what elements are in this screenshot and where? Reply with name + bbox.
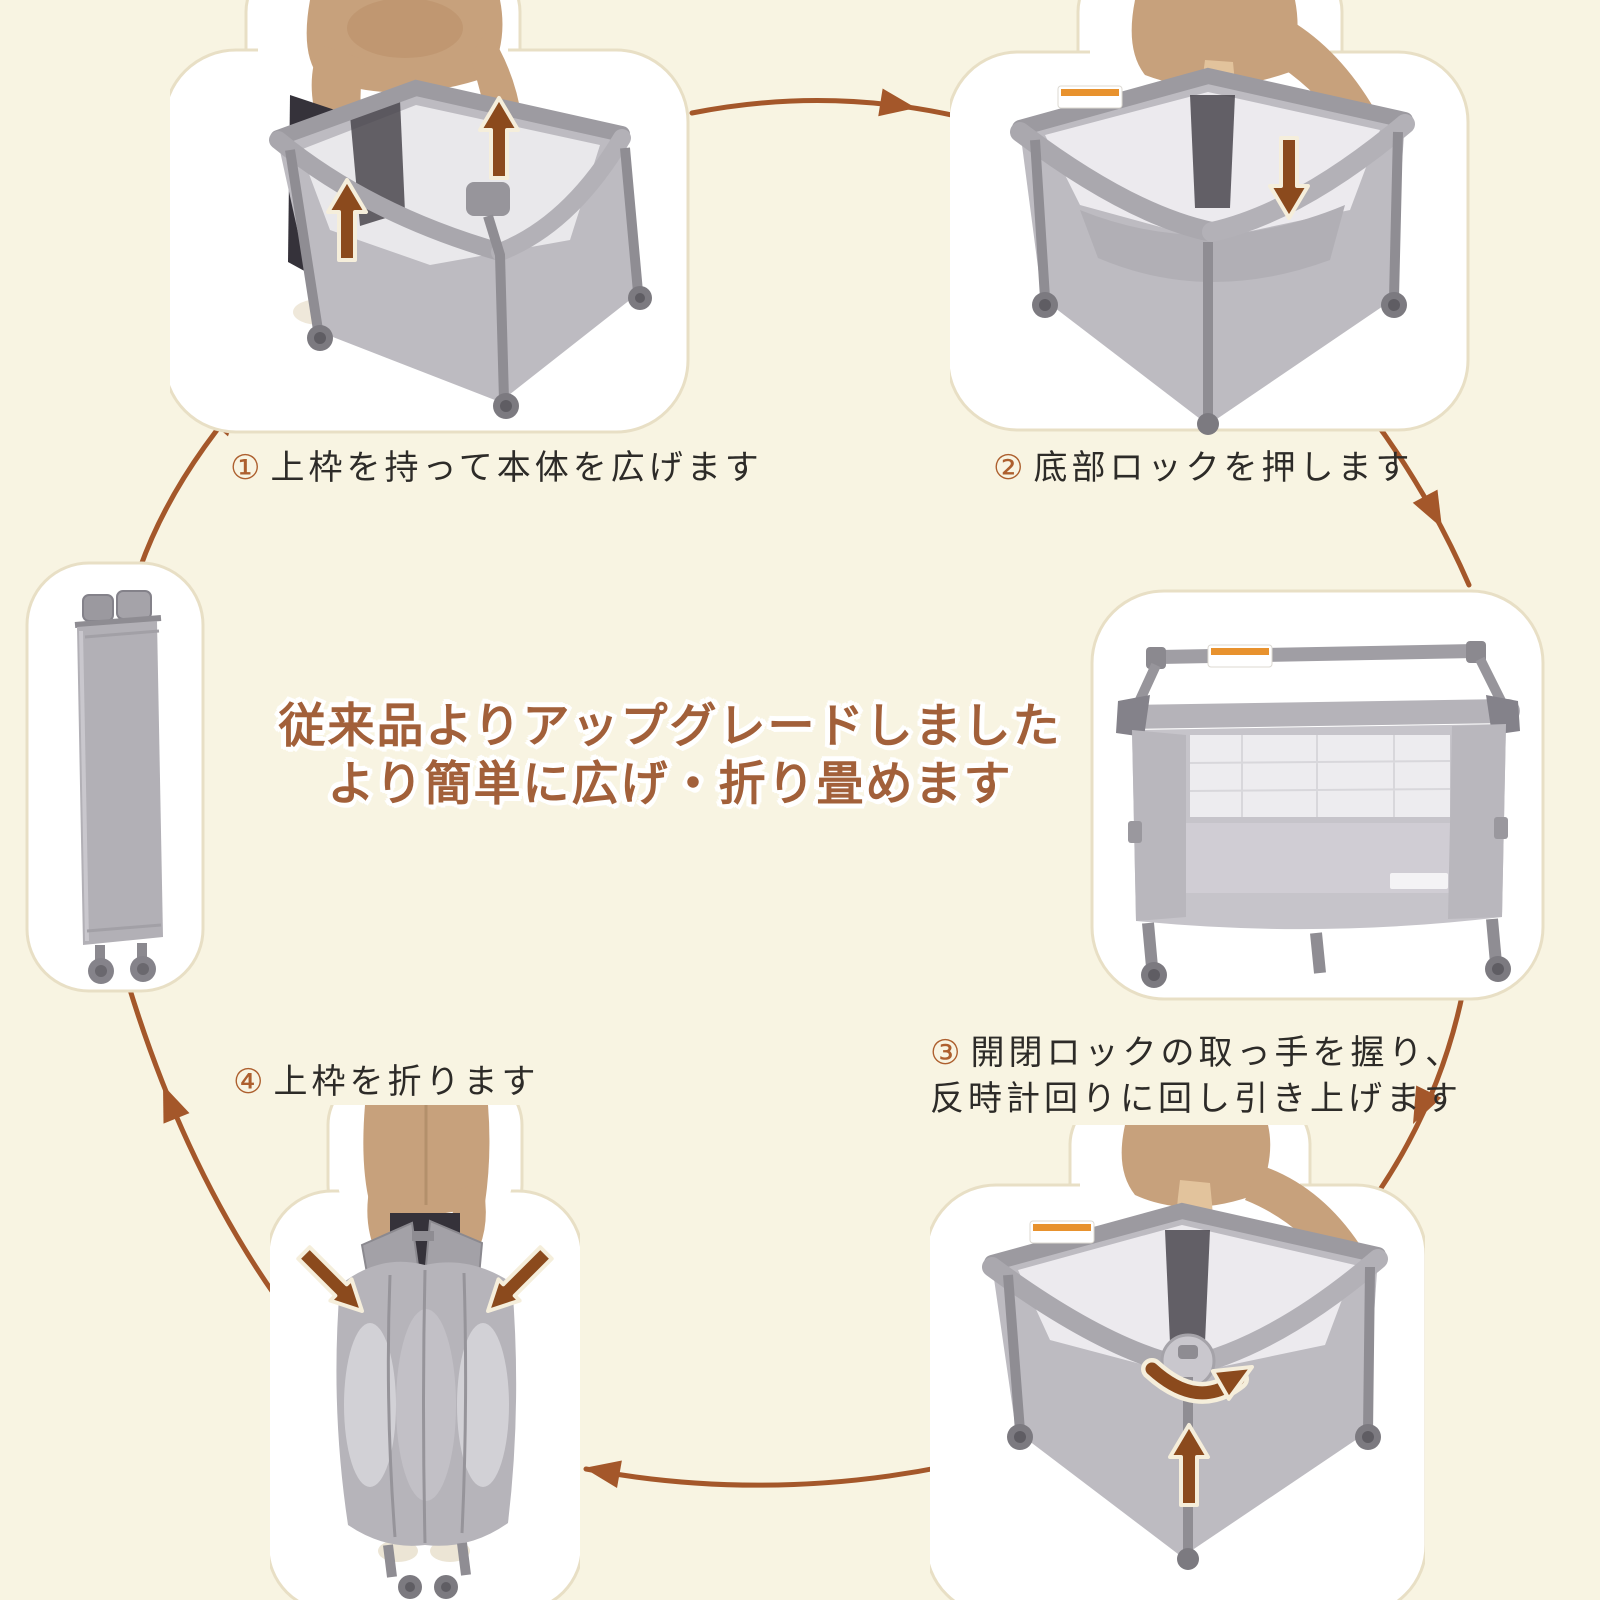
step3-text-line1: 開閉ロックの取っ手を握り、 — [970, 1033, 1464, 1073]
step3-number: ③ — [930, 1033, 961, 1073]
up-arrow-icon — [326, 178, 368, 262]
rotate-counterclockwise-arrow-icon — [1141, 1358, 1254, 1404]
step3-text-line2: 反時計回りに回し引き上げます — [930, 1079, 1462, 1119]
step2-text: 底部ロックを押します — [1033, 448, 1414, 488]
heading-line2: より簡単に広げ・折り畳めます — [327, 757, 1013, 812]
step4-number: ④ — [233, 1062, 264, 1102]
flow-arrowhead-icon — [1413, 1085, 1442, 1124]
folded-playpen-illustration — [336, 1219, 517, 1599]
flow-line-step4-to-folded — [124, 977, 277, 1297]
folded-playpen-illustration — [74, 590, 163, 984]
figure-folded-playpen — [25, 555, 205, 1004]
step2-number: ② — [993, 448, 1024, 488]
down-arrow-icon — [1268, 136, 1310, 220]
fold-inward-arrows-icon — [296, 1245, 554, 1313]
step4-text: 上枠を折ります — [273, 1062, 540, 1102]
heading-line1: 従来品よりアップグレードしました — [278, 699, 1062, 754]
up-arrow-icon — [1168, 1423, 1210, 1507]
flow-arrowhead-icon — [584, 1460, 622, 1489]
playpen-illustration — [1116, 641, 1520, 988]
up-arrow-icon — [478, 96, 520, 180]
flow-arrowhead-icon — [878, 88, 916, 117]
step1-text: 上枠を持って本体を広げます — [270, 448, 763, 488]
step1-number: ① — [230, 448, 261, 488]
figure-assembled-playpen — [1090, 585, 1545, 1009]
figure-step2-press-lock — [946, 0, 1470, 439]
figure-step1-unfold — [162, 0, 690, 439]
flow-arrowhead-icon — [163, 1085, 190, 1124]
figure-step3-rotate-lock — [924, 1085, 1428, 1600]
flow-arrowhead-icon — [1412, 489, 1442, 528]
figure-step4-fold-frame — [266, 1065, 584, 1600]
playpen-illustration — [1010, 67, 1415, 435]
playpen-illustration — [269, 79, 652, 419]
central-heading: 従来品よりアップグレードしました より簡単に広げ・折り畳めます — [235, 698, 1105, 814]
